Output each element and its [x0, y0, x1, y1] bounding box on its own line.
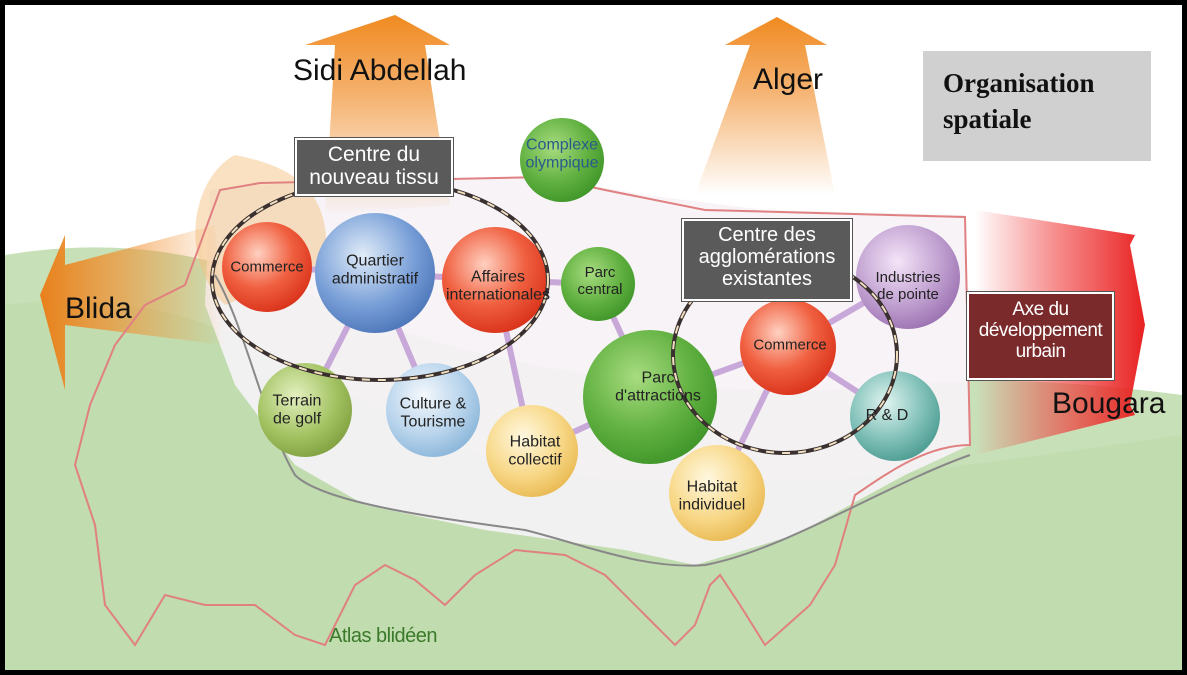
node-parc-attractions-line2: d'attractions: [615, 388, 701, 405]
box-centre-nouveau-tissu-line2: nouveau tissu: [309, 166, 439, 190]
node-rd: [850, 371, 940, 461]
node-culture-line2: Tourisme: [400, 414, 466, 431]
arrow-blida: [40, 225, 225, 390]
node-commerce-left: [222, 222, 312, 312]
box-axe-line3: urbain: [1015, 340, 1066, 362]
node-parc-attractions: [583, 330, 717, 464]
label-atlas-blideen: Atlas blidéen: [329, 625, 438, 647]
node-habitat-individuel-line2: individuel: [678, 497, 746, 514]
node-culture-tourisme: [386, 363, 480, 457]
node-culture-line1: Culture &: [399, 395, 467, 413]
node-terrain-golf: [258, 363, 352, 457]
node-culture-label: Culture &Tourisme: [400, 396, 467, 433]
node-terrain-golf-line1: Terrain: [272, 392, 322, 410]
node-complexe-line2: olympique: [525, 155, 599, 172]
node-quartier-administratif: [315, 213, 435, 333]
box-axe-line2: développement: [978, 319, 1103, 341]
node-parc-central-line1: Parc: [584, 263, 616, 281]
box-centre-agglomerations-line2: agglomérations: [698, 246, 836, 268]
node-terrain-golf-line2: de golf: [272, 411, 322, 428]
title-line2: spatiale: [943, 104, 1032, 135]
node-parc-central: [561, 247, 635, 321]
node-rd-label: R & D: [866, 407, 909, 425]
arrow-alger: [695, 17, 835, 195]
node-parc-attractions-line1: Parc: [641, 369, 675, 387]
node-commerce-right-line1: Commerce: [753, 336, 827, 354]
node-habitat-collectif: [486, 405, 578, 497]
node-commerce-right-label: Commerce: [753, 336, 826, 353]
node-affaires-internationales: [442, 227, 548, 333]
label-alger: Alger: [753, 63, 824, 96]
title-line1: Organisation: [943, 68, 1095, 98]
node-industries-line1: Industries: [875, 268, 941, 286]
node-complexe-line1: Complexe: [525, 136, 599, 154]
node-habitat-individuel-line1: Habitat: [686, 478, 738, 496]
node-industries-line2: de pointe: [877, 286, 939, 303]
node-commerce-left-line1: Commerce: [230, 258, 304, 276]
boundary-line: [73, 175, 972, 647]
box-centre-agglomerations: Centre des agglomérations existantes: [682, 219, 852, 301]
node-affaires-line1: Affaires: [471, 268, 525, 286]
box-centre-agglomerations-line1: Centre des: [718, 224, 816, 246]
node-commerce-right: [740, 299, 836, 395]
title-box: Organisation spatiale: [923, 51, 1151, 161]
node-commerce-left-label: Commerce: [230, 258, 303, 275]
box-centre-agglomerations-line3: existantes: [721, 268, 813, 290]
label-sidi-abdellah: Sidi Abdellah: [293, 54, 467, 87]
node-habitat-individuel: [669, 445, 765, 541]
node-habitat-collectif-line2: collectif: [508, 452, 562, 469]
node-parc-central-line2: central: [577, 281, 623, 298]
box-axe-line1: Axe du: [1012, 299, 1069, 320]
node-affaires-line2: internationales: [445, 287, 551, 304]
node-quartier-line2: administratif: [331, 271, 419, 288]
label-blida: Blida: [65, 292, 132, 325]
node-rd-line1: R & D: [865, 406, 909, 424]
node-complexe-olympique: [520, 118, 604, 202]
map-canvas: [5, 15, 1182, 670]
label-bougara: Bougara: [1052, 387, 1166, 420]
node-quartier-line1: Quartier: [346, 252, 404, 270]
box-centre-nouveau-tissu: Centre du nouveau tissu: [295, 138, 453, 196]
box-centre-nouveau-tissu-line1: Centre du: [327, 143, 421, 166]
node-habitat-collectif-line1: Habitat: [509, 433, 561, 451]
box-axe-developpement: Axe du développement urbain: [967, 292, 1114, 380]
